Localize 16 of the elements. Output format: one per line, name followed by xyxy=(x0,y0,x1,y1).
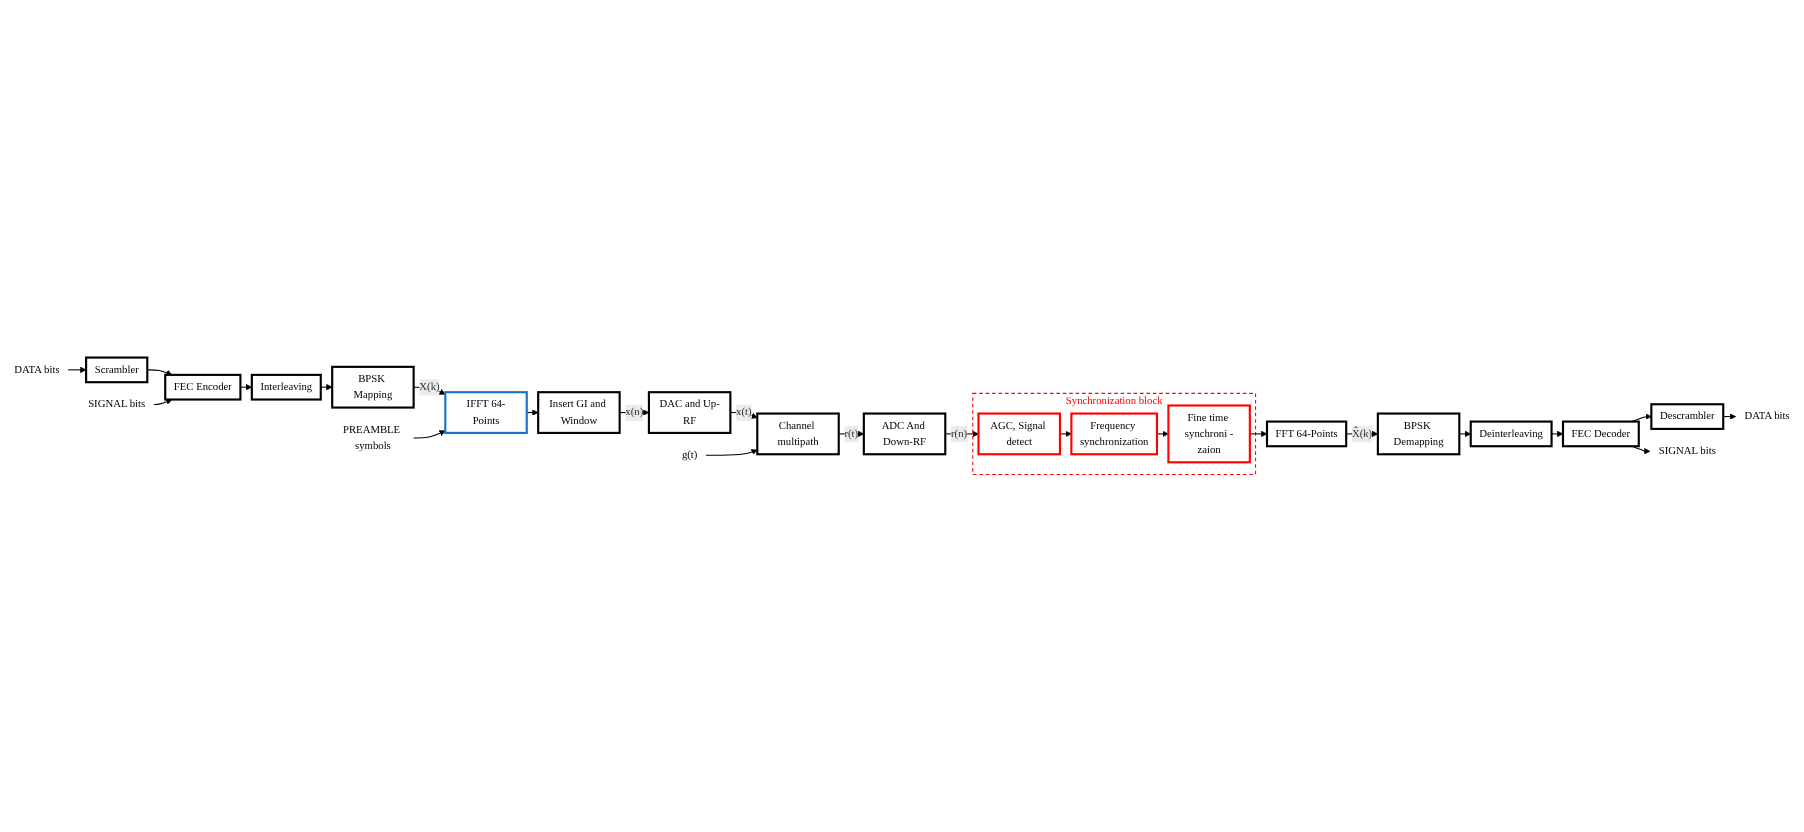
arrow xyxy=(1458,430,1471,438)
arrow xyxy=(413,430,446,439)
arrow xyxy=(1059,430,1072,438)
arrow xyxy=(526,409,539,416)
arrow xyxy=(1631,413,1652,423)
arrow xyxy=(239,384,253,391)
arrow xyxy=(1722,413,1737,420)
arrow xyxy=(1551,430,1564,438)
arrow xyxy=(705,449,758,456)
arrow xyxy=(320,384,333,391)
arrow xyxy=(146,369,173,376)
arrow xyxy=(1249,430,1268,438)
arrow xyxy=(1156,430,1169,438)
arrow xyxy=(153,398,173,406)
arrow xyxy=(1631,445,1651,455)
arrow xyxy=(67,366,87,373)
